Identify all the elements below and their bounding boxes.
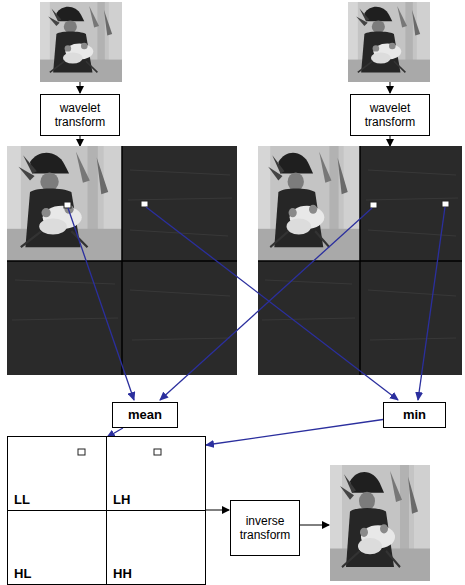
subband-quadrant: HH [106, 510, 206, 585]
node-label: inverse transform [235, 514, 295, 542]
subband-quadrant: LH [106, 436, 206, 511]
coefficient-arrow [68, 207, 445, 400]
operator-box: min [383, 402, 446, 428]
node-label: LL [14, 492, 30, 507]
node-label: HH [113, 566, 132, 581]
wavelet-decomposition [7, 146, 237, 375]
node-label: LH [113, 492, 130, 507]
node-label: wavelet transform [355, 101, 425, 129]
node-label: wavelet transform [45, 101, 115, 129]
operator-box: mean [112, 402, 178, 428]
subband-quadrant: LL [7, 436, 107, 511]
process-box: inverse transform [230, 500, 300, 556]
input-photo [348, 2, 430, 82]
process-box: wavelet transform [40, 94, 120, 136]
output-photo [330, 465, 430, 581]
connector-arrow [206, 420, 383, 446]
process-box: wavelet transform [350, 94, 430, 136]
input-photo [40, 2, 122, 82]
node-label: HL [14, 566, 31, 581]
subband-quadrant: HL [7, 510, 107, 585]
node-label: min [403, 408, 426, 422]
node-label: mean [128, 408, 162, 422]
wavelet-decomposition [258, 146, 462, 375]
